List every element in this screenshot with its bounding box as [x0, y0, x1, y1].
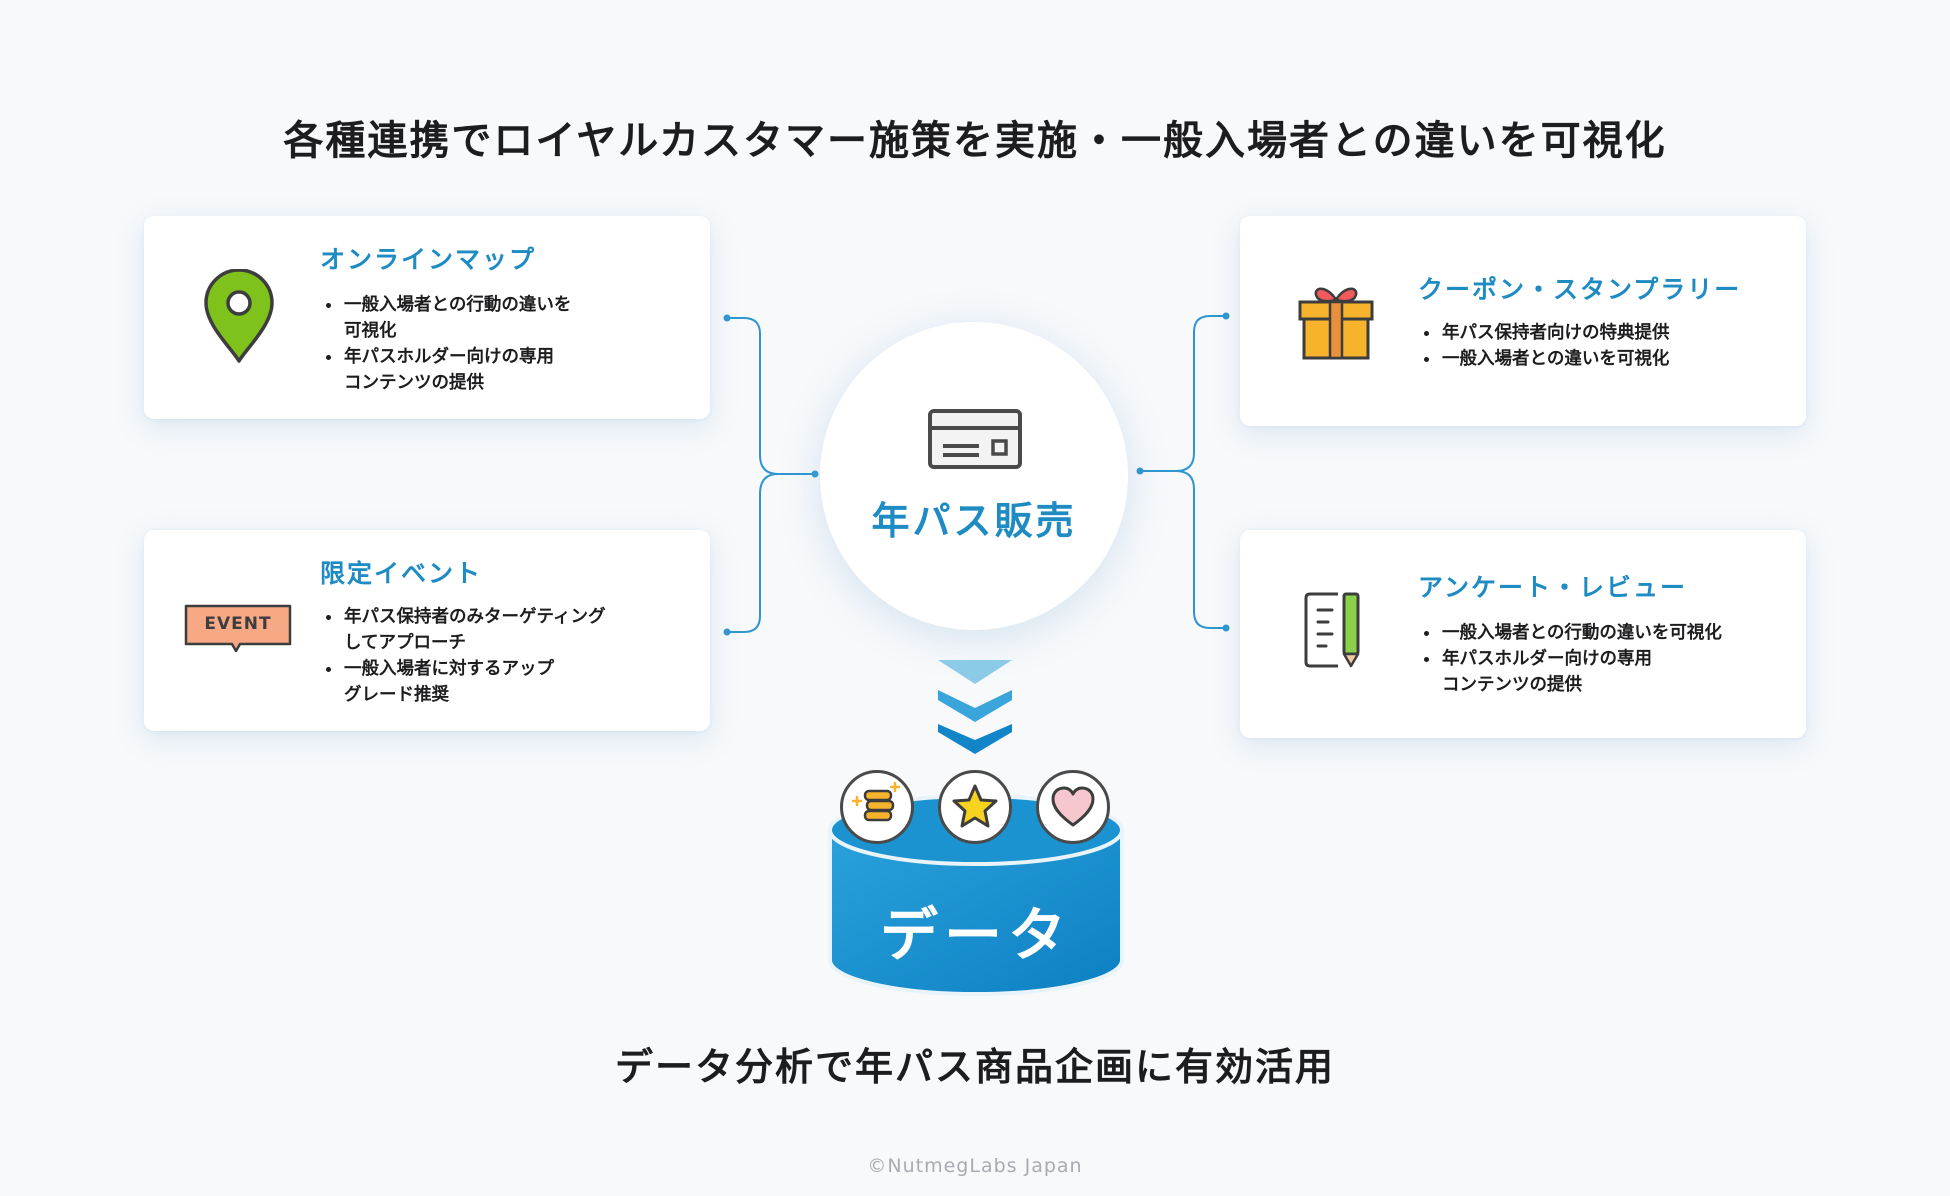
connector-dot: [811, 470, 819, 478]
survey-pencil-icon: [1302, 590, 1372, 674]
bullet-list: 年パス保持者のみターゲティングしてアプローチ 一般入場者に対するアップグレード推…: [324, 604, 605, 708]
event-tag-icon: EVENT: [184, 604, 294, 658]
heart-icon: [1036, 770, 1110, 844]
connector-dot: [723, 628, 731, 636]
event-icon-text: EVENT: [204, 614, 272, 634]
annual-pass-sales-node: 年パス販売: [820, 322, 1128, 630]
bullet-list: 年パス保持者向けの特典提供 一般入場者との違いを可視化: [1422, 320, 1670, 372]
card-title: クーポン・スタンプラリー: [1418, 275, 1742, 304]
map-pin-icon: [202, 268, 276, 369]
connector-dot: [1222, 624, 1230, 632]
gift-icon: [1298, 282, 1374, 366]
database-label: データ: [879, 901, 1072, 969]
main-title: 各種連携でロイヤルカスタマー施策を実施・一般入場者との違いを可視化: [283, 118, 1667, 164]
card-online-map: オンラインマップ 一般入場者との行動の違いを可視化 年パスホルダー向けの専用コン…: [144, 216, 710, 419]
card-icon: [927, 408, 1023, 474]
coins-icon: [840, 770, 914, 844]
card-title: 限定イベント: [320, 559, 483, 588]
star-icon: [938, 770, 1012, 844]
list-item: 年パスホルダー向けの専用コンテンツの提供: [1422, 646, 1722, 698]
list-item: 一般入場者に対するアップグレード推奨: [324, 656, 605, 708]
bottom-title: データ分析で年パス商品企画に有効活用: [614, 1045, 1335, 1089]
card-coupon-stamp-rally: クーポン・スタンプラリー 年パス保持者向けの特典提供 一般入場者との違いを可視化: [1240, 216, 1806, 426]
list-item: 年パス保持者向けの特典提供: [1422, 320, 1670, 346]
connector-dot: [1136, 467, 1144, 475]
center-label: 年パス販売: [871, 499, 1077, 543]
bullet-list: 一般入場者との行動の違いを可視化 年パスホルダー向けの専用コンテンツの提供: [1422, 620, 1722, 698]
connector-dot: [723, 314, 731, 322]
down-arrows-icon: [938, 660, 1012, 754]
bullet-list: 一般入場者との行動の違いを可視化 年パスホルダー向けの専用コンテンツの提供: [324, 292, 571, 396]
list-item: 一般入場者との行動の違いを可視化: [324, 292, 571, 344]
list-item: 年パスホルダー向けの専用コンテンツの提供: [324, 344, 571, 396]
list-item: 一般入場者との行動の違いを可視化: [1422, 620, 1722, 646]
list-item: 一般入場者との違いを可視化: [1422, 346, 1670, 372]
list-item: 年パス保持者のみターゲティングしてアプローチ: [324, 604, 605, 656]
card-title: アンケート・レビュー: [1418, 573, 1688, 602]
card-survey-review: アンケート・レビュー 一般入場者との行動の違いを可視化 年パスホルダー向けの専用…: [1240, 530, 1806, 738]
card-limited-event: EVENT 限定イベント 年パス保持者のみターゲティングしてアプローチ 一般入場…: [144, 530, 710, 731]
card-title: オンラインマップ: [320, 245, 537, 274]
copyright: ©NutmegLabs Japan: [867, 1155, 1083, 1177]
connector-dot: [1222, 312, 1230, 320]
